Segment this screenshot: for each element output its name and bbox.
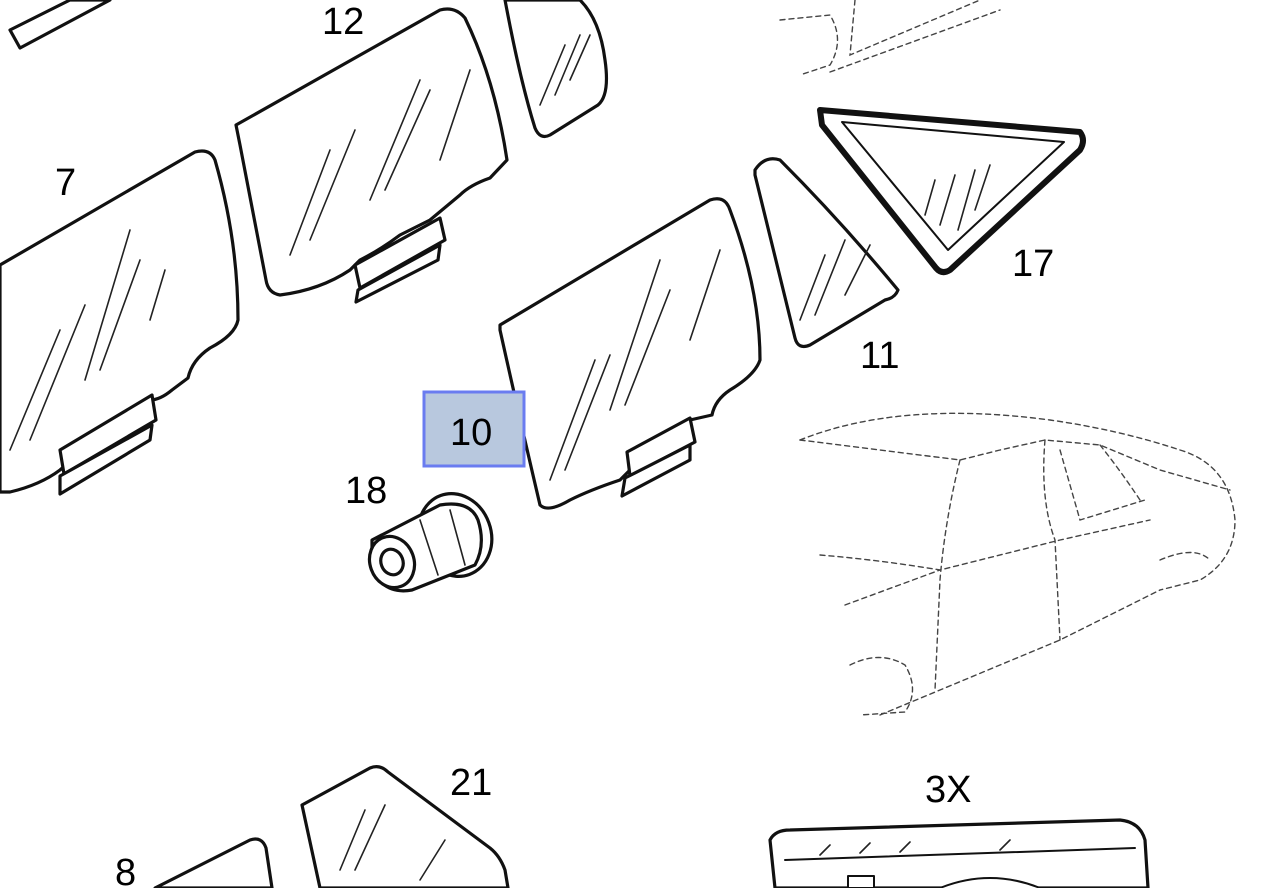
- label-part-18[interactable]: 18: [345, 470, 387, 512]
- label-part-17[interactable]: 17: [1012, 243, 1054, 285]
- part-10-door-glass[interactable]: [498, 197, 762, 510]
- part-7-door-glass[interactable]: [0, 149, 240, 496]
- part-8-glass[interactable]: [153, 837, 274, 888]
- partial-part-top-left: [8, 0, 112, 50]
- selected-part-highlight: [422, 390, 526, 468]
- label-part-8[interactable]: 8: [115, 852, 136, 888]
- part-3x-clip[interactable]: [768, 818, 1150, 888]
- part-12-door-glass[interactable]: [234, 7, 509, 304]
- part-21-glass[interactable]: [300, 765, 510, 888]
- partial-quarter-glass-top[interactable]: [503, 0, 609, 139]
- car-outline-side: [799, 412, 1236, 716]
- label-part-12[interactable]: 12: [322, 1, 364, 43]
- part-17-triangle-glass[interactable]: [817, 107, 1086, 276]
- label-part-7[interactable]: 7: [55, 162, 76, 204]
- car-outline-top: [779, 0, 1001, 76]
- label-part-10[interactable]: 10: [450, 412, 492, 454]
- label-part-3x[interactable]: 3X: [925, 769, 971, 811]
- label-part-21[interactable]: 21: [450, 762, 492, 804]
- part-18-grommet[interactable]: [362, 483, 503, 594]
- part-11-quarter-glass[interactable]: [753, 157, 900, 349]
- label-part-11[interactable]: 11: [860, 335, 899, 377]
